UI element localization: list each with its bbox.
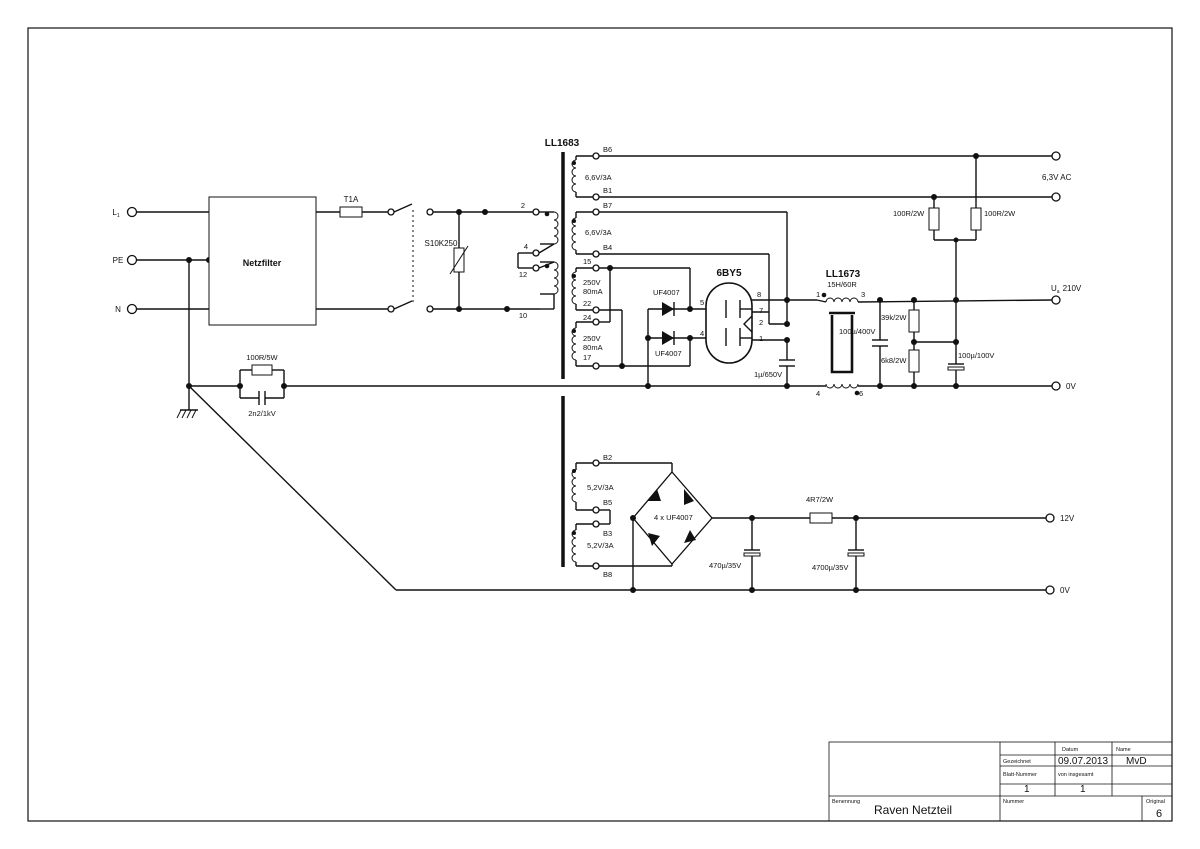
ac-output-label: 6,3V AC <box>1042 173 1072 182</box>
pin-b2: B2 <box>603 453 612 462</box>
netzfilter-box <box>208 196 317 326</box>
tube-pin-4: 4 <box>700 329 704 338</box>
tube-heater-wiring <box>599 211 790 343</box>
pin-17: 17 <box>583 353 591 362</box>
r-100-left-label: 100R/2W <box>893 209 925 218</box>
terminal-pe <box>126 254 138 266</box>
tb-date: 09.07.2013 <box>1058 756 1108 767</box>
tube-6by5: 6BY5 8 7 2 1 <box>705 268 787 364</box>
tube-pin-5: 5 <box>700 298 704 307</box>
tube-label: 6BY5 <box>716 268 741 279</box>
drawing-frame <box>27 27 1173 822</box>
tb-nummer-label: Nummer <box>1003 799 1024 805</box>
pin-b7: B7 <box>603 201 612 210</box>
pin-4: 4 <box>524 242 528 251</box>
title-block: Datum Name Gezeichnet 09.07.2013 MvD Bla… <box>828 741 1173 822</box>
zero-bottom-label: 0V <box>1060 586 1070 595</box>
cap-4700-label: 4700µ/35V <box>812 563 848 572</box>
netzfilter-label: Netzfilter <box>243 258 282 268</box>
tb-benennung: Raven Netzteil <box>874 803 952 817</box>
pin-b4: B4 <box>603 243 612 252</box>
diode-top-label: UF4007 <box>653 288 680 297</box>
pin-15: 15 <box>583 257 591 266</box>
terminal-l1 <box>126 206 138 218</box>
label-n: N <box>115 305 121 314</box>
label-pe: PE <box>113 256 124 265</box>
low-voltage-section: 5,2V/3A B2 B5 5,2V/3A B3 B8 4 x UF4007 <box>396 396 1075 595</box>
cap-470-label: 470µ/35V <box>709 561 741 570</box>
heater-output: 6,3V AC 100R/2W 100R/2W <box>599 151 1072 364</box>
cap-1u-label: 1µ/650V <box>754 370 782 379</box>
cap-100u-400-label: 100µ/400V <box>839 327 875 336</box>
r-39k-label: 39k/2W <box>881 313 907 322</box>
hv-rectifier: UF4007 UF4007 5 4 <box>599 265 726 386</box>
pin-10: 10 <box>519 311 527 320</box>
pin-b8: B8 <box>603 570 612 579</box>
fuse-symbol <box>339 206 363 218</box>
label-l1: L1 <box>112 208 119 219</box>
tube-pin-7: 7 <box>759 306 763 315</box>
zero-top-label: 0V <box>1066 382 1076 391</box>
tb-name-label: Name <box>1116 747 1131 753</box>
tb-name: MvD <box>1126 756 1147 767</box>
choke-pin-3: 3 <box>861 290 865 299</box>
low-2-label: 5,2V/3A <box>587 541 614 550</box>
r-100-right-label: 100R/2W <box>984 209 1016 218</box>
low-1-label: 5,2V/3A <box>587 483 614 492</box>
pin-2: 2 <box>521 201 525 210</box>
fuse-switch-section: T1A S10K250 <box>316 195 540 313</box>
tb-original: 6 <box>1156 808 1162 820</box>
tb-original-label: Original <box>1146 799 1165 805</box>
tb-von: 1 <box>1080 784 1086 795</box>
r-4r7-symbol <box>809 512 833 524</box>
tb-datum-label: Datum <box>1062 747 1079 753</box>
terminal-n <box>126 303 138 315</box>
pin-24: 24 <box>583 313 591 322</box>
bridge-label: 4 x UF4007 <box>654 513 693 522</box>
v12-label: 12V <box>1060 514 1075 523</box>
choke-pin-1: 1 <box>816 290 820 299</box>
pe-resistor-symbol <box>251 364 273 376</box>
tube-pin-1: 1 <box>759 334 763 343</box>
pin-12: 12 <box>519 270 527 279</box>
pin-b1: B1 <box>603 186 612 195</box>
tube-pin-8: 8 <box>757 290 761 299</box>
pe-cap-label: 2n2/1kV <box>248 409 276 418</box>
choke-label: LL1673 <box>826 269 861 280</box>
pin-b3: B3 <box>603 529 612 538</box>
heater-2-label: 6,6V/3A <box>585 228 612 237</box>
ground-bus-top: 100R/5W 2n2/1kV 0V <box>189 353 1076 418</box>
tube-pin-2: 2 <box>759 318 763 327</box>
hv-filter: 1µ/650V LL1673 15H/60R 1 3 4 6 100µ/400V <box>754 269 1082 398</box>
diode-bottom-label: UF4007 <box>655 349 682 358</box>
transformer-label: LL1683 <box>545 138 580 149</box>
heater-1-label: 6,6V/3A <box>585 173 612 182</box>
choke-spec-label: 15H/60R <box>827 280 857 289</box>
tb-blatt-label: Blatt-Nummer <box>1003 772 1037 778</box>
tb-von-label: von insgesamt <box>1058 772 1094 778</box>
pin-b6: B6 <box>603 145 612 154</box>
pe-resistor-label: 100R/5W <box>246 353 278 362</box>
pin-22: 22 <box>583 299 591 308</box>
transformer-ll1683: LL1683 2 4 12 10 6,6V/3A B6 <box>517 138 612 379</box>
cap-100u-100-label: 100µ/100V <box>958 351 994 360</box>
fuse-label: T1A <box>344 195 359 204</box>
varistor-label: S10K250 <box>425 239 458 248</box>
mains-input: L1 PE N Netzfilter <box>112 196 397 591</box>
r-4r7-label: 4R7/2W <box>806 495 834 504</box>
tb-blatt: 1 <box>1024 784 1030 795</box>
choke-pin-4: 4 <box>816 389 820 398</box>
pin-b5: B5 <box>603 498 612 507</box>
tb-benennung-label: Benennung <box>832 799 860 805</box>
r-6k8-label: 6k8/2W <box>881 356 907 365</box>
tb-gezeichnet-label: Gezeichnet <box>1003 759 1031 765</box>
choke-pin-6: 6 <box>859 389 863 398</box>
